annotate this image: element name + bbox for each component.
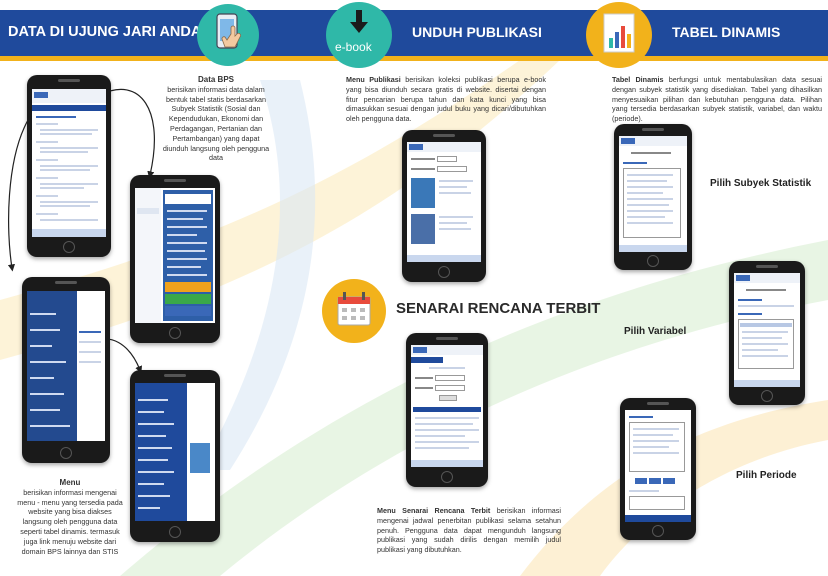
phone-pilih-variabel	[729, 261, 805, 405]
phone-screen	[625, 410, 691, 522]
ebook-icon	[326, 2, 392, 68]
ebook-label: e-book	[335, 40, 372, 54]
phone-publikasi	[402, 130, 486, 282]
section-title-tabel: TABEL DINAMIS	[672, 24, 781, 40]
senarai-title: SENARAI RENCANA TERBIT	[396, 300, 601, 317]
phone-pilih-subyek	[614, 124, 692, 270]
phone-screen	[135, 383, 215, 521]
step-pilih-subyek: Pilih Subyek Statistik	[710, 178, 812, 189]
phone-menu-expanded	[130, 370, 220, 542]
tabel-dinamis-heading: Tabel Dinamis	[612, 75, 664, 84]
phone-data-bps	[130, 175, 220, 343]
publikasi-heading: Menu Publikasi	[346, 75, 401, 84]
phone-screen	[407, 142, 481, 262]
publikasi-text: berisikan koleksi publikasi berupa e-boo…	[346, 75, 546, 124]
section-title-data: DATA DI UJUNG JARI ANDA	[8, 24, 202, 40]
data-bps-heading: Data BPS	[197, 75, 234, 84]
senarai-description: Menu Senarai Rencana Terbit berisikan in…	[377, 506, 561, 555]
tabel-dinamis-text: berfungsi untuk mentabulasikan data sesu…	[612, 75, 823, 124]
phone-screen	[27, 291, 105, 441]
data-bps-description: Data BPS berisikan informasi data dalam …	[160, 75, 272, 163]
phone-pilih-periode	[620, 398, 696, 540]
menu-description: Menu berisikan informasi mengenai menu -…	[14, 478, 126, 556]
tabel-dinamis-description: Tabel Dinamis berfungsi untuk mentabulas…	[612, 75, 822, 124]
chart-document-icon	[586, 2, 652, 68]
menu-text: berisikan informasi mengenai menu - menu…	[17, 487, 123, 556]
data-bps-text: berisikan informasi data dalam bentuk ta…	[162, 84, 270, 163]
phone-menu	[22, 277, 110, 463]
step-pilih-variabel: Pilih Variabel	[624, 326, 687, 337]
phone-screen	[411, 345, 483, 467]
header-bar	[0, 10, 828, 56]
section-title-publikasi: UNDUH PUBLIKASI	[412, 24, 542, 40]
senarai-heading: Menu Senarai Rencana Terbit	[377, 506, 491, 515]
phone-home-news	[27, 75, 111, 257]
phone-senarai	[406, 333, 488, 487]
phone-screen	[734, 273, 800, 387]
touch-phone-icon	[197, 4, 259, 66]
phone-screen	[619, 136, 687, 252]
phone-screen	[135, 188, 215, 323]
step-pilih-periode: Pilih Periode	[736, 470, 797, 481]
header-stripe	[0, 56, 828, 61]
calendar-icon	[322, 279, 386, 343]
menu-heading: Menu	[59, 478, 81, 487]
phone-screen	[32, 89, 106, 237]
senarai-text: berisikan informasi mengenai jadwal pene…	[377, 506, 561, 555]
publikasi-description: Menu Publikasi berisikan koleksi publika…	[346, 75, 546, 124]
